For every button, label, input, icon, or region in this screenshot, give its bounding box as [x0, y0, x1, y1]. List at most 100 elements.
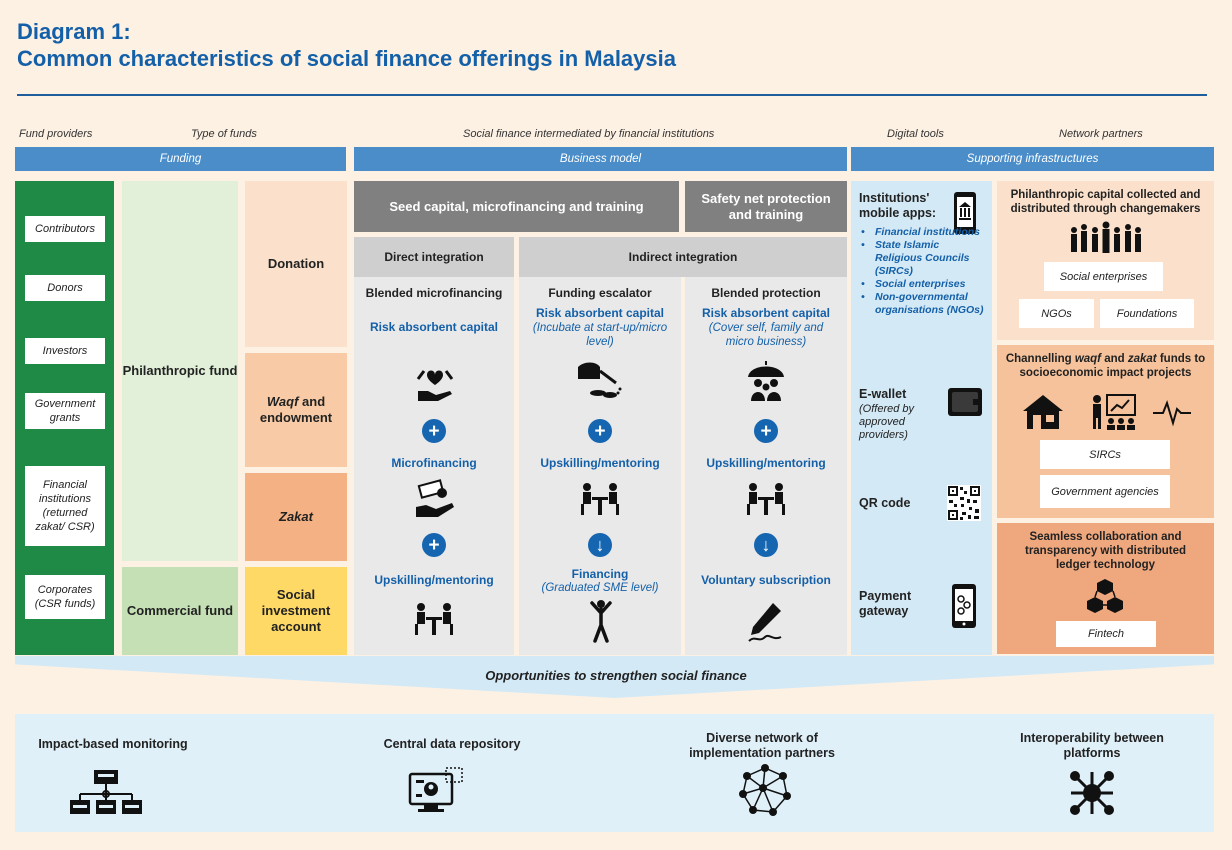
opp-central-data: Central data repository	[383, 737, 521, 751]
opportunities-title: Opportunities to strengthen social finan…	[485, 668, 747, 683]
payment-phone-icon	[952, 584, 976, 628]
band-funding: Funding	[15, 147, 346, 171]
net2-waqf: waqf	[1074, 353, 1102, 365]
category-donation: Donation	[245, 181, 347, 347]
page-title: Diagram 1: Common characteristics of soc…	[17, 18, 676, 72]
provider-investors: Investors	[25, 338, 105, 364]
col2-line3: Financing	[571, 567, 629, 581]
col3-op1-plus: +	[754, 419, 778, 443]
pulse-icon	[1153, 399, 1191, 427]
funding-escalator-column: Funding escalator Risk absorbent capital…	[519, 277, 681, 655]
net2-zakat: zakat	[1127, 353, 1157, 365]
network-box-waqf-zakat: Channelling waqf and zakat funds to soci…	[997, 345, 1214, 518]
net1-ngos: NGOs	[1019, 299, 1094, 328]
net2-and: and	[1101, 353, 1128, 365]
col1-title: Blended microfinancing	[365, 286, 503, 300]
mentoring-icon-3	[747, 483, 785, 515]
category-waqf: Waqf and endowment	[245, 353, 347, 467]
opp-diverse-network: Diverse network of implementation partne…	[689, 731, 835, 760]
qr-label: QR code	[859, 496, 911, 510]
band-business-model: Business model	[354, 147, 847, 171]
opp-interoperability: Interoperability between platforms	[1020, 731, 1164, 760]
ewallet-sub: (Offered by approved providers)	[859, 403, 915, 441]
col2-title: Funding escalator	[548, 286, 652, 300]
bank-icon	[954, 192, 976, 234]
col1-line3: Upskilling/mentoring	[374, 573, 494, 587]
house-icon	[1023, 395, 1063, 429]
ewallet-label: E-wallet	[859, 387, 907, 401]
col1-line2: Microfinancing	[391, 456, 477, 470]
seed-capital-header: Seed capital, microfinancing and trainin…	[354, 181, 679, 232]
col3-line1-sub: (Cover self, family and micro business)	[708, 322, 824, 348]
provider-government-grants: Government grants	[25, 393, 105, 429]
col1-op2-plus: +	[422, 533, 446, 557]
mentoring-icon-1	[415, 603, 453, 635]
provider-financial-institutions: Financial institutions (returned zakat/ …	[25, 466, 105, 546]
net2-sircs: SIRCs	[1040, 440, 1170, 469]
watering-can-icon	[578, 362, 622, 398]
network-box-ledger: Seamless collaboration and transparency …	[997, 523, 1214, 654]
col1-op1-plus: +	[422, 419, 446, 443]
presenter-icon	[1093, 394, 1136, 430]
provider-contributors: Contributors	[25, 216, 105, 242]
opp-impact-monitoring: Impact-based monitoring	[38, 737, 188, 751]
blocks-icon	[1087, 579, 1123, 613]
org-chart-icon	[70, 770, 142, 814]
header-digital-tools: Digital tools	[887, 128, 944, 140]
apps-item: Social enterprises	[859, 278, 989, 291]
hub-icon	[1070, 771, 1114, 815]
waqf-rest: and endowment	[259, 394, 333, 425]
pen-signature-icon	[748, 603, 782, 642]
col3-title: Blended protection	[711, 286, 821, 300]
apps-item: Non-governmental organisations (NGOs)	[859, 291, 989, 317]
net2-title-a: Channelling	[1005, 353, 1075, 365]
waqf-word: Waqf	[266, 394, 299, 409]
payment-label: Payment gateway	[859, 589, 912, 618]
blended-protection-column: Blended protection Risk absorbent capita…	[685, 277, 847, 655]
net1-foundations: Foundations	[1100, 299, 1194, 328]
col3-line3: Voluntary subscription	[701, 573, 831, 587]
heart-hand-icon	[416, 370, 454, 401]
col2-op1-plus: +	[588, 419, 612, 443]
mentoring-icon-2	[581, 483, 619, 515]
apps-title: Institutions' mobile apps:	[859, 191, 937, 220]
network-icon	[739, 764, 791, 816]
col3-line2: Upskilling/mentoring	[706, 456, 826, 470]
provider-corporates: Corporates (CSR funds)	[25, 575, 105, 619]
category-zakat: Zakat	[245, 473, 347, 561]
apps-list: Financial institutions State Islamic Rel…	[859, 226, 989, 317]
header-fund-providers: Fund providers	[19, 128, 93, 140]
direct-integration-header: Direct integration	[354, 237, 514, 277]
band-supporting: Supporting infrastructures	[851, 147, 1214, 171]
wallet-icon	[948, 388, 982, 416]
money-hand-icon	[416, 479, 454, 517]
title-line-1: Diagram 1:	[17, 19, 131, 44]
data-monitor-icon	[408, 767, 463, 812]
digital-tools-column: Institutions' mobile apps: Financial ins…	[851, 181, 992, 655]
apps-item: State Islamic Religious Councils (SIRCs)	[859, 239, 989, 278]
header-intermediated: Social finance intermediated by financia…	[463, 128, 715, 140]
category-social-investment: Social investment account	[245, 567, 347, 655]
header-type-of-funds: Type of funds	[191, 128, 257, 140]
col1-line1: Risk absorbent capital	[369, 320, 499, 334]
network-box-changemakers: Philanthropic capital collected and dist…	[997, 181, 1214, 340]
header-network-partners: Network partners	[1059, 128, 1143, 140]
umbrella-family-icon	[748, 361, 784, 401]
col2-line1: Risk absorbent capital	[535, 306, 665, 320]
philanthropic-fund: Philanthropic fund	[122, 181, 238, 561]
net2-title: Channelling waqf and zakat funds to soci…	[997, 352, 1214, 380]
crowd-icon	[1071, 221, 1141, 253]
indirect-integration-header: Indirect integration	[519, 237, 847, 277]
apps-item: Financial institutions	[859, 226, 989, 239]
col2-op2-arrow: ↓	[588, 533, 612, 557]
blended-microfinancing-column: Blended microfinancing Risk absorbent ca…	[354, 277, 514, 655]
col2-line3-sub: (Graduated SME level)	[541, 582, 659, 594]
opportunities-panel: Impact-based monitoring Central data rep…	[15, 714, 1214, 832]
jumping-person-icon	[590, 600, 612, 643]
col2-line2: Upskilling/mentoring	[540, 456, 660, 470]
net2-title-b: funds to socioeconomic impact projects	[1019, 353, 1206, 379]
net2-government-agencies: Government agencies	[1040, 475, 1170, 508]
net1-social-enterprises: Social enterprises	[1044, 262, 1163, 291]
net3-title: Seamless collaboration and transparency …	[1024, 531, 1187, 571]
commercial-fund: Commercial fund	[122, 567, 238, 655]
